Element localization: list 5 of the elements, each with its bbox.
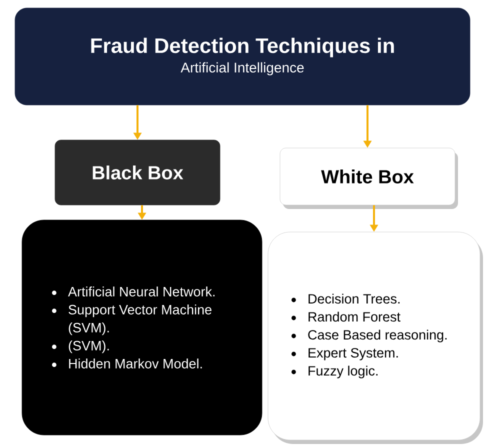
title-box: Fraud Detection Techniques in Artificial Intelligence	[14, 8, 470, 106]
category-box: Black Box	[54, 140, 220, 206]
list-panel: Decision Trees. Random Forest Case Based reasoning. Expert System. Fuzzy logic.	[268, 232, 483, 444]
list-panel: Artificial Neural Network. Support Vector Machine (SVM). (SVM). Hidden Markov Model.	[22, 220, 262, 436]
category-box: White Box	[280, 148, 458, 209]
